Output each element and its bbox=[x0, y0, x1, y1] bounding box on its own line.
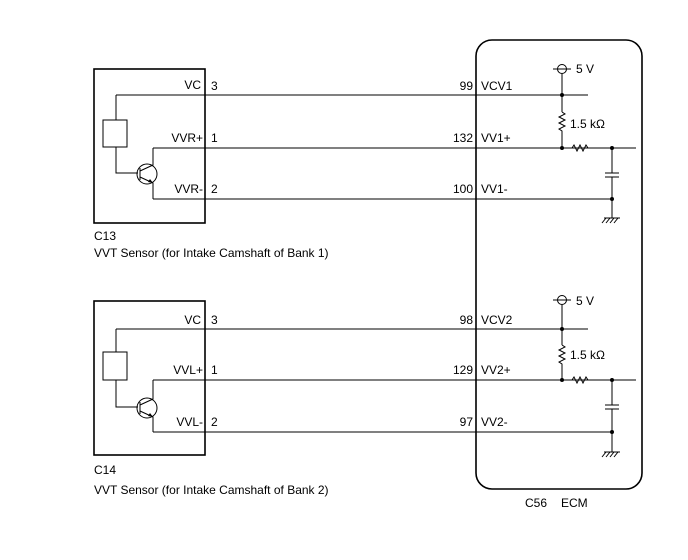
ecm-pin-132: 132 bbox=[453, 131, 473, 145]
sensor1-pin-vvrm-name: VVR- bbox=[174, 182, 203, 196]
sensor1-transistor-icon bbox=[136, 163, 158, 185]
sensor2-connector: C14 bbox=[94, 463, 116, 477]
capacitor-icon bbox=[605, 404, 619, 410]
ground-icon bbox=[601, 451, 620, 458]
ecm-box bbox=[475, 39, 643, 490]
ecm-circuit-2: 5 V 1.5 kΩ bbox=[553, 294, 620, 458]
ecm-name-label: ECM bbox=[561, 496, 588, 510]
resistor-label-2: 1.5 kΩ bbox=[570, 348, 605, 362]
pullup-resistor-icon bbox=[557, 344, 567, 380]
ecm-pin-vv2-minus: VV2- bbox=[481, 415, 508, 429]
sensor1-block: VC 3 VVR+ 1 VVR- 2 99 VCV1 132 VV1+ 100 … bbox=[93, 62, 636, 260]
ecm-pin-129: 129 bbox=[453, 363, 473, 377]
ecm-pin-vcv1: VCV1 bbox=[481, 79, 513, 93]
sensor1-coil bbox=[102, 119, 128, 148]
sensor1-caption: VVT Sensor (for Intake Camshaft of Bank … bbox=[94, 246, 329, 260]
series-resistor-icon bbox=[571, 375, 589, 385]
ecm-pin-98: 98 bbox=[460, 313, 474, 327]
ground-icon bbox=[601, 217, 620, 224]
ecm-pin-100: 100 bbox=[453, 182, 473, 196]
ecm-connector-label: C56 bbox=[525, 496, 547, 510]
sensor1-pin-vvrp-num: 1 bbox=[211, 131, 218, 145]
sensor2-coil bbox=[102, 351, 128, 381]
sensor1-pin-vc-name: VC bbox=[184, 78, 201, 92]
capacitor-icon bbox=[605, 172, 619, 178]
resistor-label-1: 1.5 kΩ bbox=[570, 117, 605, 131]
sensor1-connector: C13 bbox=[94, 229, 116, 243]
sensor1-box bbox=[93, 68, 206, 224]
sensor2-pin-vc-num: 3 bbox=[211, 313, 218, 327]
ecm-pin-97: 97 bbox=[460, 415, 474, 429]
sensor2-transistor-icon bbox=[136, 397, 158, 419]
series-resistor-icon bbox=[571, 143, 589, 153]
sensor2-pin-vc-name: VC bbox=[184, 313, 201, 327]
sensor1-pin-vc-num: 3 bbox=[211, 79, 218, 93]
ecm-pin-vcv2: VCV2 bbox=[481, 313, 513, 327]
sensor2-pin-vvlp-name: VVL+ bbox=[173, 363, 203, 377]
sensor2-pin-vvlp-num: 1 bbox=[211, 363, 218, 377]
sensor2-block: VC 3 VVL+ 1 VVL- 2 98 VCV2 129 VV2+ 97 V… bbox=[93, 294, 636, 497]
sensor2-caption: VVT Sensor (for Intake Camshaft of Bank … bbox=[94, 483, 329, 497]
supply-5v-label-2: 5 V bbox=[576, 294, 594, 308]
sensor2-pin-vvlm-name: VVL- bbox=[176, 415, 203, 429]
ecm-pin-vv1-minus: VV1- bbox=[481, 182, 508, 196]
sensor2-box bbox=[93, 300, 206, 456]
sensor1-pin-vvrp-name: VVR+ bbox=[171, 131, 203, 145]
ecm-pin-99: 99 bbox=[460, 79, 474, 93]
pullup-resistor-icon bbox=[557, 111, 567, 148]
ecm-circuit-1: 5 V 1.5 kΩ bbox=[553, 62, 620, 224]
sensor2-pin-vvlm-num: 2 bbox=[211, 415, 218, 429]
sensor1-pin-vvrm-num: 2 bbox=[211, 182, 218, 196]
supply-5v-label-1: 5 V bbox=[576, 62, 594, 76]
ecm-pin-vv1-plus: VV1+ bbox=[481, 131, 511, 145]
ecm-pin-vv2-plus: VV2+ bbox=[481, 363, 511, 377]
